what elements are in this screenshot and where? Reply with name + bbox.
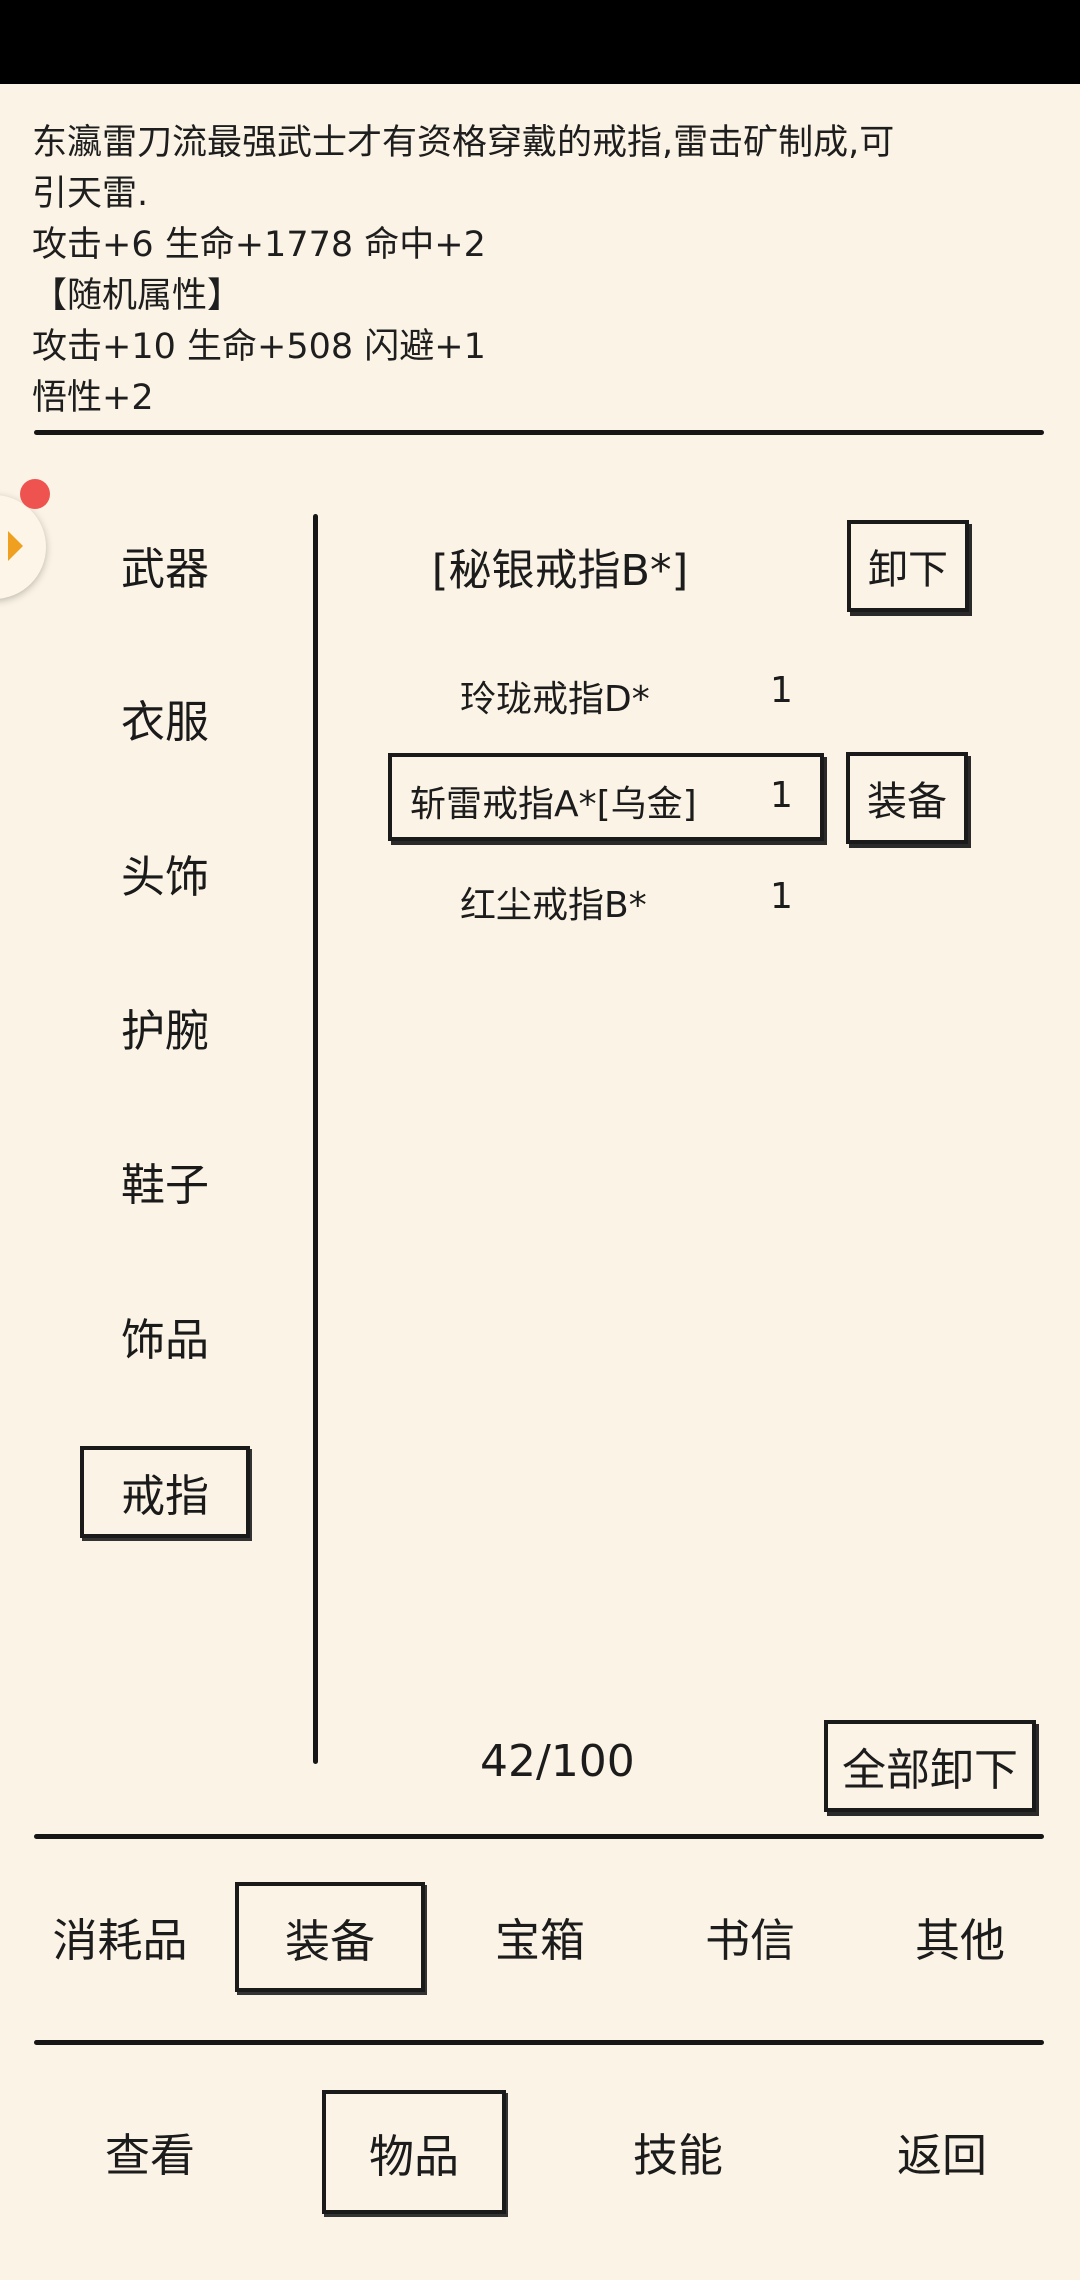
item-quantity: 1	[770, 876, 793, 917]
selected-item-row[interactable]	[388, 753, 824, 841]
item-quantity: 1	[770, 775, 793, 816]
item-description: 东瀛雷刀流最强武士才有资格穿戴的戒指,雷击矿制成,可 引天雷. 攻击+6 生命+…	[32, 118, 1042, 418]
item-name[interactable]: 斩雷戒指A*[乌金]	[410, 784, 697, 825]
chevron-right-icon	[8, 531, 23, 561]
equipped-item-name: [秘银戒指B*]	[431, 546, 689, 596]
description-line: 攻击+10 生命+508 闪避+1	[32, 327, 486, 367]
description-line: 【随机属性】	[32, 276, 243, 316]
item-name[interactable]: 红尘戒指B*	[460, 885, 647, 926]
notification-dot	[20, 479, 50, 509]
category-bracer[interactable]: 护腕	[121, 1006, 209, 1057]
tab-consumables[interactable]: 消耗品	[52, 1913, 188, 1967]
tab-chests[interactable]: 宝箱	[494, 1913, 585, 1967]
tab-equipment[interactable]: 装备	[235, 1882, 425, 1992]
category-weapon[interactable]: 武器	[121, 544, 209, 595]
category-accessory[interactable]: 饰品	[121, 1315, 209, 1366]
category-clothes[interactable]: 衣服	[121, 697, 209, 748]
nav-back[interactable]: 返回	[896, 2128, 987, 2182]
description-line: 攻击+6 生命+1778 命中+2	[32, 225, 486, 265]
divider-vertical	[313, 514, 318, 1764]
category-ring[interactable]: 戒指	[80, 1446, 250, 1538]
divider-mid	[34, 1834, 1044, 1839]
tab-letters[interactable]: 书信	[704, 1913, 795, 1967]
description-line: 引天雷.	[32, 174, 149, 214]
inventory-capacity: 42/100	[480, 1736, 635, 1787]
floating-handle[interactable]	[0, 495, 46, 599]
equip-button[interactable]: 装备	[846, 752, 968, 844]
unequip-button[interactable]: 卸下	[847, 520, 969, 612]
status-bar	[0, 0, 1080, 84]
item-name[interactable]: 玲珑戒指D*	[460, 679, 650, 720]
category-headwear[interactable]: 头饰	[121, 852, 209, 903]
description-line: 东瀛雷刀流最强武士才有资格穿戴的戒指,雷击矿制成,可	[32, 123, 895, 163]
divider-bottom	[34, 2040, 1044, 2045]
unequip-all-button[interactable]: 全部卸下	[824, 1720, 1036, 1812]
nav-view[interactable]: 查看	[104, 2128, 195, 2182]
item-quantity: 1	[770, 670, 793, 711]
nav-items[interactable]: 物品	[322, 2090, 506, 2214]
divider-top	[34, 430, 1044, 435]
category-shoes[interactable]: 鞋子	[121, 1160, 209, 1211]
nav-skills[interactable]: 技能	[632, 2128, 723, 2182]
description-line: 悟性+2	[32, 378, 154, 418]
tab-other[interactable]: 其他	[914, 1913, 1005, 1967]
